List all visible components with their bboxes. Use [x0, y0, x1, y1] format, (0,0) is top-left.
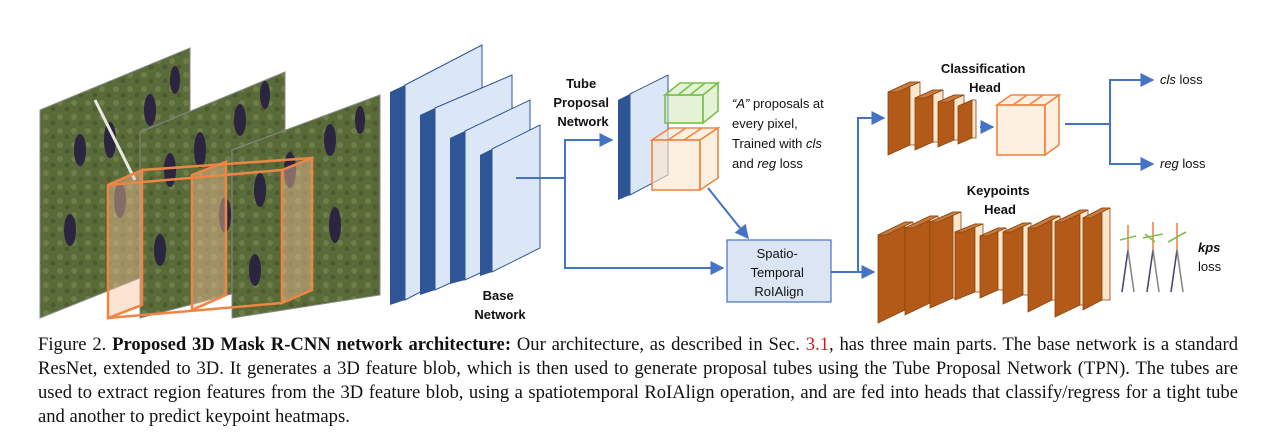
kps-block	[979, 227, 1007, 299]
architecture-diagram: Base Network Tube Proposal Network “A” p…	[39, 44, 1224, 324]
stick-figure	[1142, 222, 1164, 293]
input-video-frames	[39, 47, 381, 320]
kps-loss-label: kps loss	[1198, 240, 1224, 274]
video-frame-front	[231, 94, 381, 319]
person-tube	[106, 156, 314, 320]
figure-caption: Figure 2. Proposed 3D Mask R-CNN network…	[38, 333, 1238, 429]
arrow-base-to-roialign	[564, 178, 725, 275]
cls-head-label: Classification Head	[941, 61, 1029, 95]
cls-block	[957, 99, 977, 145]
caption-title: Proposed 3D Mask R-CNN network architect…	[112, 334, 512, 355]
base-network-blocks	[390, 44, 541, 305]
roialign-box	[726, 239, 832, 303]
stick-figure	[1167, 223, 1187, 293]
proposals-note: “A” proposals at every pixel, Trained wi…	[732, 96, 827, 171]
figure-label: Figure 2.	[38, 334, 107, 355]
arrow-roialign-to-cls	[831, 111, 886, 273]
arrow-to-cls-loss	[1109, 73, 1155, 124]
kps-block	[1082, 207, 1111, 311]
tpn-label: Tube Proposal Network	[553, 76, 612, 129]
anchor-tube-orange	[649, 126, 721, 192]
arrow-tpn-to-roialign	[707, 187, 749, 240]
base-block	[480, 124, 541, 276]
reg-loss-label: reg loss	[1160, 156, 1206, 171]
cls-output-tube	[994, 93, 1062, 157]
arrow-to-reg-loss	[1109, 124, 1155, 171]
kps-block	[954, 223, 984, 301]
keypoint-stick-figures	[1119, 222, 1187, 293]
cls-head-blocks	[887, 81, 977, 156]
kps-head-label: Keypoints Head	[967, 183, 1033, 217]
stick-figure	[1119, 225, 1137, 293]
roialign-label: Spatio- Temporal RoIAlign	[750, 246, 807, 299]
kps-head-blocks	[877, 207, 1111, 324]
kps-block	[1002, 222, 1032, 305]
cls-loss-label: cls loss	[1160, 72, 1203, 87]
caption-text-after-ref: , has three main parts. The base network…	[38, 334, 1238, 427]
arrow-base-to-tpn	[516, 133, 614, 179]
anchor-tube-green	[662, 81, 721, 125]
caption-text-before-ref: Our architecture, as described in Sec.	[516, 334, 800, 355]
section-reference-link[interactable]: 3.1	[805, 334, 830, 355]
base-network-label: Base Network	[474, 288, 526, 322]
